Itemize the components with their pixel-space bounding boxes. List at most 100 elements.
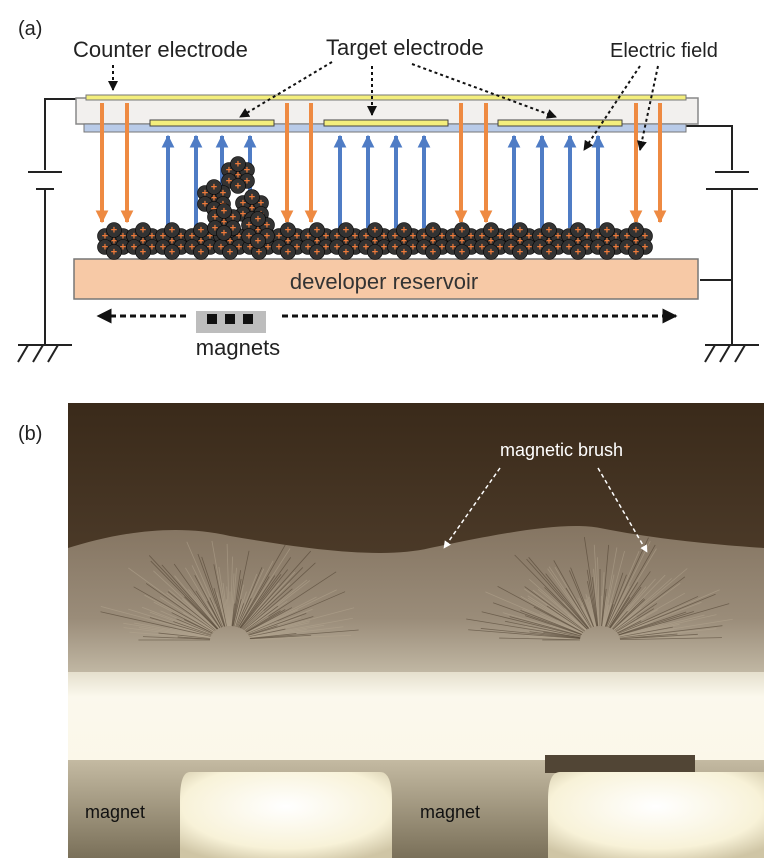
charge-symbol: + — [555, 242, 561, 254]
charge-symbol: + — [566, 231, 572, 243]
charge-symbol: + — [421, 231, 427, 243]
charge-symbol: + — [508, 231, 514, 243]
target-electrode-1 — [149, 119, 275, 127]
charge-symbol: + — [246, 231, 252, 243]
counter-electrode-strip — [85, 94, 687, 101]
charge-symbol: + — [198, 225, 204, 237]
charge-symbol: + — [131, 242, 137, 254]
charge-symbol: + — [211, 182, 217, 194]
charge-symbol: + — [352, 242, 358, 254]
charge-symbol: + — [120, 231, 126, 243]
charge-symbol: + — [314, 225, 320, 237]
particle-cluster: +++++++ — [241, 211, 275, 249]
charge-symbol: + — [450, 231, 456, 243]
charge-symbol: + — [149, 242, 155, 254]
charge-symbol: + — [497, 242, 503, 254]
charge-symbol: + — [624, 242, 630, 254]
charge-symbol: + — [508, 242, 514, 254]
charge-symbol: + — [212, 223, 218, 235]
charge-symbol: + — [392, 242, 398, 254]
charge-symbol: + — [227, 236, 233, 248]
charge-symbol: + — [255, 225, 261, 237]
charge-symbol: + — [439, 231, 445, 243]
charge-symbol: + — [198, 236, 204, 248]
charge-symbol: + — [294, 242, 300, 254]
charge-symbol: + — [111, 247, 117, 259]
particle-cluster: +++++++ — [155, 222, 189, 260]
charge-symbol: + — [305, 242, 311, 254]
charge-symbol: + — [230, 223, 236, 235]
diagram-panel-a: (a) developer reservoir magnets — [17, 18, 759, 363]
charge-symbol: + — [314, 247, 320, 259]
charge-symbol: + — [235, 181, 241, 193]
target-electrode-2 — [323, 119, 449, 127]
charge-symbol: + — [178, 231, 184, 243]
charge-symbol: + — [294, 231, 300, 243]
charge-symbol: + — [218, 242, 224, 254]
charge-symbol: + — [198, 247, 204, 259]
charge-symbol: + — [276, 242, 282, 254]
charge-symbol: + — [401, 236, 407, 248]
charge-symbol: + — [102, 242, 108, 254]
charge-symbol: + — [140, 225, 146, 237]
charge-symbol: + — [381, 242, 387, 254]
charge-symbol: + — [120, 242, 126, 254]
particle-cluster: +++++++ — [445, 222, 479, 260]
charge-symbol: + — [169, 236, 175, 248]
particle-cluster: +++++++ — [532, 222, 566, 260]
charge-symbol: + — [401, 225, 407, 237]
charge-symbol: + — [479, 242, 485, 254]
charge-symbol: + — [633, 225, 639, 237]
charge-symbol: + — [430, 247, 436, 259]
charge-symbol: + — [235, 159, 241, 171]
charge-symbol: + — [305, 231, 311, 243]
particle-cluster: +++++++ — [503, 222, 537, 260]
charge-symbol: + — [226, 176, 232, 188]
charge-symbol: + — [236, 242, 242, 254]
particle-cluster: +++++++ — [358, 222, 392, 260]
charge-symbol: + — [488, 236, 494, 248]
charge-symbol: + — [149, 231, 155, 243]
charge-symbol: + — [468, 231, 474, 243]
charge-symbol: + — [102, 231, 108, 243]
charge-symbol: + — [221, 217, 227, 229]
charge-symbol: + — [450, 242, 456, 254]
charge-symbol: + — [249, 192, 255, 204]
charge-symbol: + — [363, 242, 369, 254]
charge-symbol: + — [189, 242, 195, 254]
developer-reservoir-label: developer reservoir — [290, 269, 478, 294]
charge-symbol: + — [169, 225, 175, 237]
charge-symbol: + — [207, 231, 213, 243]
charge-symbol: + — [178, 242, 184, 254]
magnet-square-3 — [243, 314, 253, 324]
charge-symbol: + — [202, 199, 208, 211]
developer-particles: ++++++++++++++++++++++++++++++++++++++++… — [97, 156, 653, 260]
charge-symbol: + — [240, 198, 246, 210]
charge-symbol: + — [613, 242, 619, 254]
charge-symbol: + — [526, 231, 532, 243]
charge-symbol: + — [546, 247, 552, 259]
particle-cluster: +++++++ — [474, 222, 508, 260]
charge-symbol: + — [526, 242, 532, 254]
charge-symbol: + — [430, 225, 436, 237]
charge-symbol: + — [255, 214, 261, 226]
charge-symbol: + — [264, 231, 270, 243]
charge-symbol: + — [410, 231, 416, 243]
charge-symbol: + — [372, 247, 378, 259]
charge-symbol: + — [207, 242, 213, 254]
label-pointers — [108, 61, 659, 151]
charge-symbol: + — [392, 231, 398, 243]
charge-symbol: + — [258, 198, 264, 210]
charge-symbol: + — [575, 236, 581, 248]
brush-strands — [100, 537, 733, 641]
panel-b-label: (b) — [18, 423, 42, 445]
charge-symbol: + — [255, 236, 261, 248]
charge-symbol: + — [624, 231, 630, 243]
charge-symbol: + — [517, 225, 523, 237]
particle-cluster: +++++++ — [271, 222, 305, 260]
charge-symbol: + — [265, 242, 271, 254]
charge-symbol: + — [633, 236, 639, 248]
charge-symbol: + — [517, 247, 523, 259]
charge-symbol: + — [140, 236, 146, 248]
charge-symbol: + — [111, 236, 117, 248]
